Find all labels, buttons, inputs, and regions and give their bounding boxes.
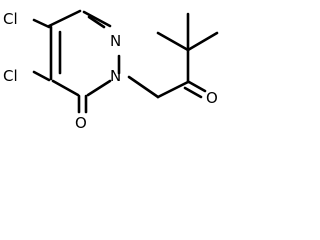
bond-c4-cl xyxy=(32,70,51,82)
bond-cquat-me2 xyxy=(156,31,190,52)
bond-c5-cl xyxy=(32,18,51,29)
bond-n2-c3 xyxy=(86,79,112,97)
chemical-structure: Cl Cl N N O O xyxy=(3,9,219,132)
bond-c3-c4 xyxy=(51,79,80,97)
atom-n-ring-bottom: N xyxy=(110,67,121,85)
bond-cquat-me3 xyxy=(186,31,219,52)
bond-c5-c6 xyxy=(47,9,82,28)
bond-c-o-ketone-a xyxy=(187,80,207,93)
bond-c6-n1 xyxy=(82,10,112,28)
atom-o-carbonyl-ring: O xyxy=(75,114,87,132)
bond-c-o-ketone-b xyxy=(183,86,203,99)
bonds xyxy=(32,9,219,114)
atom-n-ring-top: N xyxy=(110,32,121,50)
atom-cl-top: Cl xyxy=(3,10,18,28)
atom-cl-bottom: Cl xyxy=(3,67,18,85)
bond-ch2-c-ketone xyxy=(156,80,190,99)
atom-o-ketone: O xyxy=(206,89,218,107)
atom-labels: Cl Cl N N O O xyxy=(3,10,218,132)
bond-c6-n1-inner xyxy=(87,15,106,29)
bond-n2-ch2 xyxy=(127,75,160,99)
